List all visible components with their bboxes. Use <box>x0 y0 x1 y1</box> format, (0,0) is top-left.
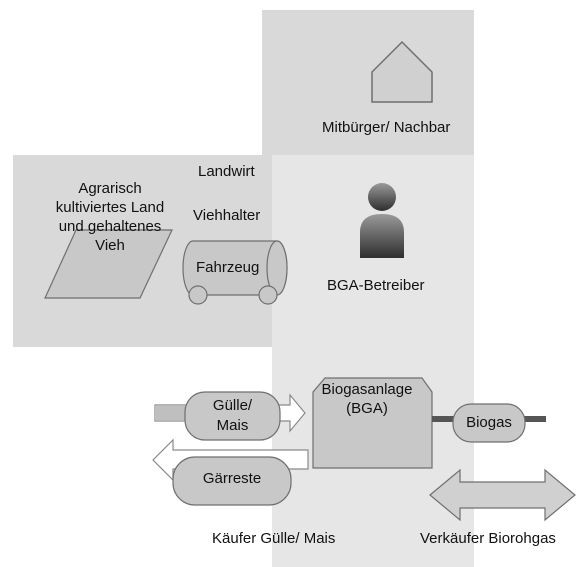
land-parallelogram <box>44 229 173 299</box>
seller-label: Verkäufer Biorohgas <box>420 530 556 547</box>
operator-label: BGA-Betreiber <box>327 277 425 294</box>
land-label-line4: Vieh <box>95 237 125 254</box>
land-label-line2: kultiviertes Land <box>55 199 165 216</box>
manure-shape <box>184 391 281 441</box>
biogas-label: Biogas <box>466 414 512 431</box>
biogas-shape <box>452 403 526 443</box>
land-label-line1: Agrarisch <box>78 180 142 197</box>
manure-label-line2: Mais <box>216 417 249 434</box>
livestock-keeper-label: Viehhalter <box>193 207 261 224</box>
farmer-label: Landwirt <box>198 163 255 180</box>
buyer-label: Käufer Gülle/ Mais <box>212 530 336 547</box>
plant-label-line1: Biogasanlage <box>321 381 413 398</box>
vehicle-label: Fahrzeug <box>196 259 260 276</box>
double-arrow-icon <box>429 468 576 522</box>
neighbor-zone <box>262 10 474 156</box>
biogas-plant-shape <box>312 377 433 469</box>
vehicle-icon <box>182 240 288 305</box>
plant-label-line2: (BGA) <box>346 400 388 417</box>
neighbor-label: Mitbürger/ Nachbar <box>322 119 451 136</box>
digestate-shape <box>172 456 292 506</box>
manure-label-line1: Gülle/ <box>212 397 253 414</box>
digestate-label: Gärreste <box>202 470 262 487</box>
land-label-line3: und gehaltenes <box>58 218 162 235</box>
house-icon <box>371 40 433 103</box>
person-icon <box>360 183 404 258</box>
